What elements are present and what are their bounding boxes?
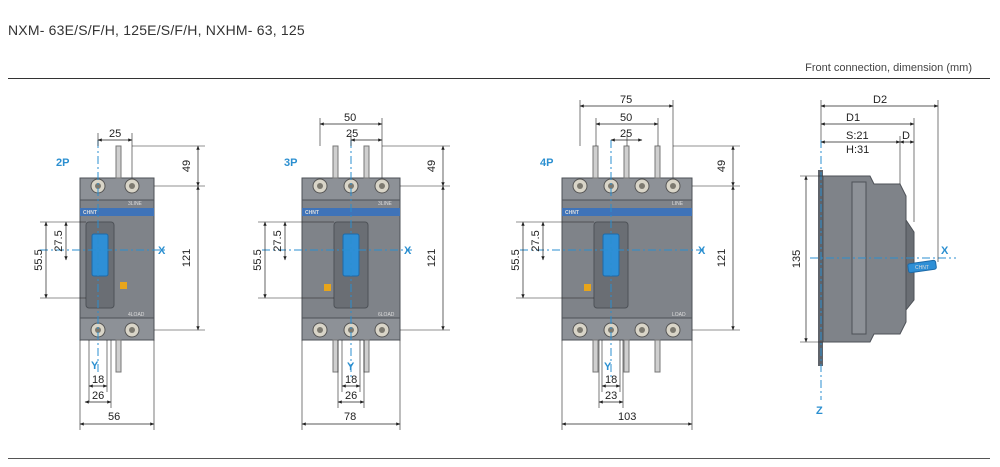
bottom-rule — [8, 458, 990, 459]
pole-label-2p: 2P — [56, 157, 69, 169]
dim-b23-text-4p: 23 — [605, 390, 617, 402]
dim-b18-text-4p: 18 — [605, 374, 617, 386]
dim-top-pitch-75-text-4p: 75 — [620, 94, 632, 106]
dim-b18-text-3p: 18 — [345, 374, 357, 386]
axis-z-label-side: Z — [816, 405, 823, 417]
dim-top-pitch-50-text-4p: 50 — [620, 112, 632, 124]
pole-label-4p: 4P — [540, 157, 553, 169]
terminal-label-top-4p: LINE — [672, 201, 684, 207]
dim-top-pitch-text-4p: 25 — [620, 128, 632, 140]
dim-h555-text-2p: 55.5 — [33, 249, 45, 270]
dim-top-offset-text-4p: 49 — [716, 160, 728, 172]
dim-top-offset-text-3p: 49 — [426, 160, 438, 172]
dim-b26-text-2p: 26 — [92, 390, 104, 402]
view-2p: 2P CHNT 3LINE 4LOAD X Y 25 — [33, 128, 205, 430]
dim-width-text-4p: 103 — [618, 411, 636, 423]
dim-s21-text-side: S:21 — [846, 130, 869, 142]
terminal-label-top-3p: 3LINE — [378, 201, 393, 207]
dim-d1-text-side: D1 — [846, 112, 860, 124]
dim-d2-text-side: D2 — [873, 94, 887, 106]
dim-h555-text-4p: 55.5 — [510, 249, 522, 270]
dim-height-text-4p: 121 — [716, 249, 728, 267]
axis-x-label-4p: X — [698, 245, 706, 257]
dim-b26-text-3p: 26 — [345, 390, 357, 402]
dim-h275-text-4p: 27.5 — [530, 230, 542, 251]
dim-height-text-2p: 121 — [181, 249, 193, 267]
dim-b18-text-2p: 18 — [92, 374, 104, 386]
warning-label-3p — [324, 284, 331, 291]
dim-h555-text-3p: 55.5 — [252, 249, 264, 270]
pole-label-3p: 3P — [284, 157, 297, 169]
screw-bottom-2p — [115, 339, 122, 373]
dim-top-pitch-text-3p: 25 — [346, 128, 358, 140]
brand-logo-3p: CHNT — [305, 210, 319, 216]
axis-x-label-3p: X — [404, 245, 412, 257]
screw-top-2p — [115, 145, 122, 179]
brand-strip-2p — [80, 208, 154, 216]
handle-2p — [91, 233, 109, 277]
page-subtitle: Front connection, dimension (mm) — [805, 62, 972, 74]
axis-y-label-4p: Y — [604, 361, 612, 373]
brand-logo-2p: CHNT — [83, 210, 97, 216]
dim-width-text-3p: 78 — [344, 411, 356, 423]
axis-x-label-2p: X — [158, 245, 166, 257]
brand-logo-4p: CHNT — [565, 210, 579, 216]
axis-y-label-2p: Y — [91, 360, 99, 372]
warning-label-2p — [120, 282, 127, 289]
terminal-label-bottom-4p: LOAD — [672, 312, 686, 318]
dim-height-text-3p: 121 — [426, 249, 438, 267]
page-title: NXM- 63E/S/F/H, 125E/S/F/H, NXHM- 63, 12… — [8, 22, 305, 38]
warning-label-4p — [584, 284, 591, 291]
dim-width-text-2p: 56 — [108, 411, 120, 423]
terminal-label-top-2p: 3LINE — [128, 201, 143, 207]
handle-side — [907, 259, 937, 274]
dim-top-pitch-outer-text-3p: 50 — [344, 112, 356, 124]
view-3p: 3P CHNT 3LINE 6LOAD X Y 50 — [252, 112, 450, 430]
dim-h275-text-3p: 27.5 — [272, 230, 284, 251]
terminal-label-bottom-3p: 6LOAD — [378, 312, 395, 318]
dim-h275-text-2p: 27.5 — [53, 230, 65, 251]
brand-strip-4p — [562, 208, 692, 216]
dim-d-text-side: D — [902, 130, 910, 142]
top-rule — [8, 78, 990, 79]
view-side: CHNT X Z D2 D1 S:21 H:31 D 135 — [791, 94, 956, 417]
terminal-label-bottom-2p: 4LOAD — [128, 312, 145, 318]
dim-height-text-side: 135 — [791, 250, 803, 268]
axis-y-label-3p: Y — [347, 361, 355, 373]
dim-h31-text-side: H:31 — [846, 144, 869, 156]
brand-logo-side: CHNT — [915, 265, 929, 271]
view-4p: 4P CHNT LINE LOAD X Y — [510, 94, 740, 430]
axis-x-label-side: X — [941, 245, 949, 257]
breaker-top-band-2p — [79, 177, 155, 201]
dim-top-offset-text-2p: 49 — [181, 160, 193, 172]
dim-top-pitch-text-2p: 25 — [109, 128, 121, 140]
